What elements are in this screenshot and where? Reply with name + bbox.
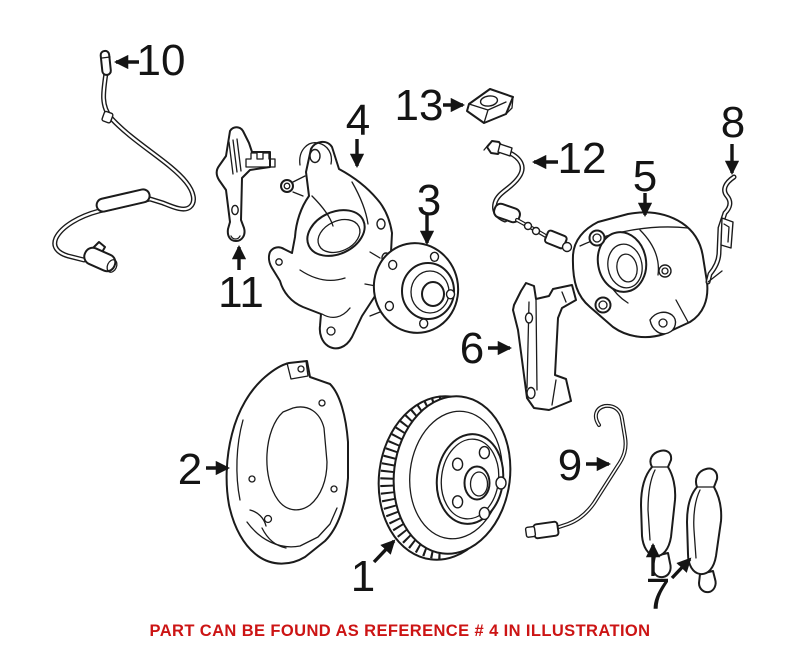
callout-7: 7 [646, 543, 692, 619]
wire-sleeve [95, 188, 151, 213]
carrier-hole [524, 312, 534, 324]
rotor-lug-hole [478, 506, 491, 521]
hub-bolt-hole [384, 300, 395, 312]
part-12-brake-hose [483, 140, 573, 253]
knuckle-lug-hole [309, 148, 321, 164]
wear-sensor-connector [532, 520, 560, 540]
part-3-wheel-hub-bearing [364, 242, 460, 334]
part-4-steering-knuckle [267, 141, 393, 350]
callout-10: 10 [114, 36, 186, 85]
callout-3-number: 3 [417, 176, 441, 225]
caliper-piston-bore [596, 231, 648, 293]
caliper-guide-bolt [588, 229, 606, 247]
hub-bolt-hole [388, 259, 398, 271]
hub-bolt-hole [429, 251, 440, 262]
part-5-brake-caliper [571, 211, 709, 339]
callout-9-number: 9 [558, 441, 582, 490]
callout-1-arrow [372, 539, 396, 564]
part-13-retaining-clip [466, 88, 514, 124]
callout-5-number: 5 [633, 152, 657, 201]
brake-pad-outer [686, 467, 723, 576]
callout-10-number: 10 [137, 36, 186, 85]
callout-6: 6 [460, 324, 512, 373]
sensor-tip [99, 49, 112, 76]
callout-12-number: 12 [558, 134, 607, 183]
callout-1-number: 1 [351, 552, 375, 601]
callout-11: 11 [218, 245, 264, 317]
hub-bolt-hole [445, 289, 456, 300]
callout-9: 9 [558, 441, 611, 490]
brake-pad-inner [640, 449, 677, 558]
hub-bolt-hole [419, 318, 429, 329]
part-11-sensor-wire-bracket [215, 126, 276, 242]
caliper-mount-ear [649, 311, 677, 335]
callout-6-number: 6 [460, 324, 484, 373]
callout-8: 8 [721, 98, 745, 175]
bracket-ribs [228, 138, 242, 175]
rotor-lug-hole [495, 476, 507, 490]
part-10-abs-wheel-speed-sensor [52, 49, 196, 273]
rotor-lug-hole [478, 445, 491, 460]
caliper-guide-bolt [594, 296, 612, 314]
callout-13: 13 [395, 81, 465, 130]
wire-clip [101, 110, 114, 124]
callout-5: 5 [633, 152, 657, 217]
bracket-hole [231, 204, 239, 216]
bracket-comb [245, 152, 276, 168]
part-9-brake-pad-wear-sensor [524, 403, 628, 540]
reference-note: PART CAN BE FOUND AS REFERENCE # 4 IN IL… [149, 622, 651, 640]
part-6-caliper-carrier-bracket [512, 282, 577, 411]
callout-4-number: 4 [346, 96, 370, 145]
part-8-anti-rattle-spring-clip [705, 174, 737, 285]
callout-3: 3 [417, 176, 441, 245]
clip-hole [479, 95, 499, 107]
callout-7-number: 7 [646, 570, 670, 619]
rotor-lug-hole [451, 457, 464, 471]
callout-1: 1 [351, 539, 396, 601]
callout-4: 4 [346, 96, 370, 168]
part-2-brake-splash-shield [225, 360, 349, 565]
rotor-center-bore [463, 465, 491, 501]
hub-bore [421, 281, 445, 307]
callout-2: 2 [178, 445, 230, 494]
rotor-lug-hole [451, 495, 464, 509]
hose-bushing [493, 202, 521, 224]
carrier-hole [526, 386, 536, 400]
callout-7-arrow [670, 557, 692, 580]
callout-11-number: 11 [218, 268, 264, 317]
callout-8-number: 8 [721, 98, 745, 147]
part-1-brake-disc-rotor [377, 394, 512, 561]
callout-2-number: 2 [178, 445, 202, 494]
callout-12: 12 [532, 134, 607, 183]
knuckle-left-ear [280, 179, 294, 193]
callout-13-number: 13 [395, 81, 444, 130]
spring-clip-window [720, 217, 734, 249]
part-7-brake-pad-set [640, 449, 723, 594]
